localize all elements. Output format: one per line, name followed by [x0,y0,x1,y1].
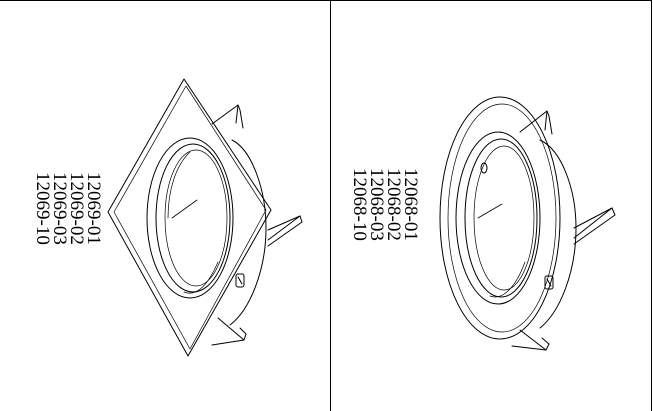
housing-body [229,139,267,326]
part-number: 12068-02 [383,168,404,241]
part-number: 12069-03 [49,172,70,245]
part-number: 12069-01 [83,172,104,245]
round-flange-outer [439,96,561,340]
part-number: 12068-10 [349,168,370,241]
square-flange [107,78,272,357]
spring-clip-top-right [519,110,553,135]
square-trim-drawing [107,78,303,357]
part-number: 12068-01 [400,168,421,241]
part-number: 12068-03 [366,168,387,241]
inner-ring-inner [155,143,231,293]
spring-clip-top [211,104,244,129]
inner-ring-inner-right [464,138,538,298]
part-numbers-square: 12069-01 12069-02 12069-03 12069-10 [32,172,104,245]
housing-body-right [539,139,577,329]
spring-clip-bottom-right [511,207,616,351]
inner-ring-outer-right [455,131,541,305]
round-trim-drawing [439,96,616,351]
part-numbers-round: 12068-01 12068-02 12068-03 12068-10 [349,168,421,241]
part-number: 12069-02 [66,172,87,245]
part-number: 12069-10 [32,172,53,245]
inner-ring-outer [146,137,234,299]
spring-clip-bottom [211,215,303,346]
panel-divider [330,0,331,411]
